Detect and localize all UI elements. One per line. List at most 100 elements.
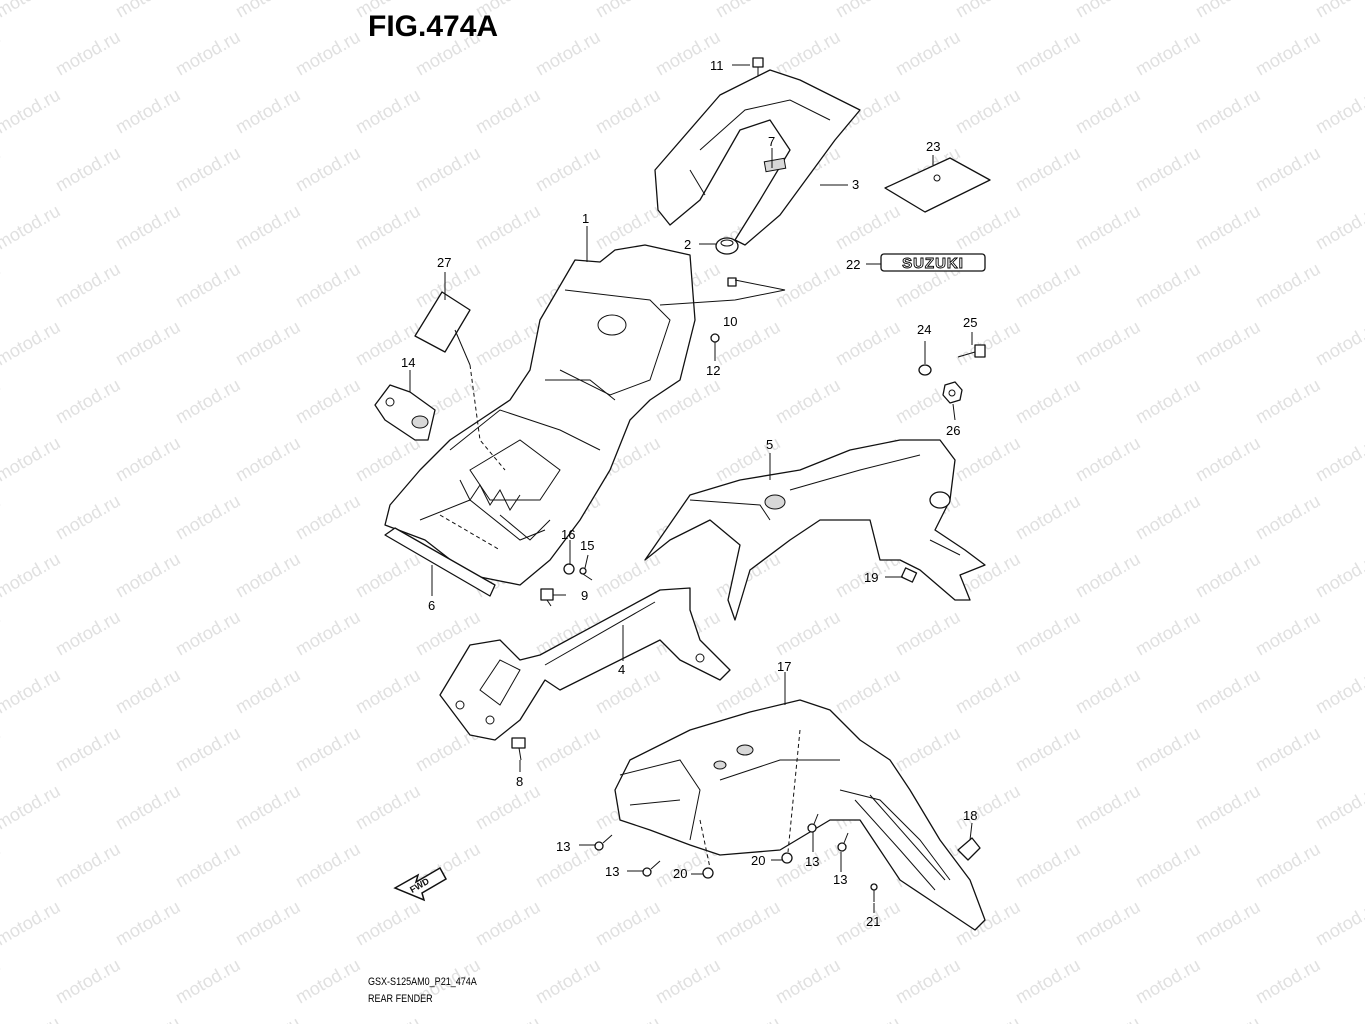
watermark-text: motod.ru [1072,0,1144,21]
watermark-text: motod.ru [352,1013,424,1024]
watermark-text: motod.ru [1072,201,1144,254]
watermark-text: motod.ru [1192,665,1264,718]
callout-5: 5 [766,437,773,452]
watermark-text: motod.ru [232,781,304,834]
watermark-text: motod.ru [292,839,364,892]
watermark-text: motod.ru [1312,1013,1365,1024]
watermark-text: motod.ru [1192,781,1264,834]
watermark-text: motod.ru [1252,839,1324,892]
part-15-screw [579,567,593,581]
watermark-text: motod.ru [352,549,424,602]
watermark-text: motod.ru [592,1013,664,1024]
watermark-text: motod.ru [0,143,4,196]
watermark-text: motod.ru [232,85,304,138]
callout-2: 2 [684,237,691,252]
watermark-text: motod.ru [52,955,124,1008]
part-27-label [414,291,471,353]
watermark-text: motod.ru [0,0,64,21]
watermark-text: motod.ru [1132,839,1204,892]
watermark-text: motod.ru [172,143,244,196]
part-12-screw [710,333,720,356]
callout-22: 22 [846,257,860,272]
watermark-text: motod.ru [232,1013,304,1024]
callout-8: 8 [516,774,523,789]
watermark-text: motod.ru [1012,491,1084,544]
callout-26: 26 [946,423,960,438]
watermark-text: motod.ru [172,723,244,776]
watermark-text: motod.ru [472,85,544,138]
watermark-text: motod.ru [292,375,364,428]
watermark-text: motod.ru [292,955,364,1008]
watermark-text: motod.ru [352,85,424,138]
watermark-text: motod.ru [1012,27,1084,80]
watermark-text: motod.ru [232,549,304,602]
part-5-rear-cowl [644,439,986,621]
watermark-text: motod.ru [1252,607,1324,660]
watermark-text: motod.ru [892,955,964,1008]
watermark-text: motod.ru [1012,723,1084,776]
watermark-text: motod.ru [832,201,904,254]
watermark-text: motod.ru [0,375,4,428]
callout-19: 19 [864,570,878,585]
watermark-text: motod.ru [472,201,544,254]
watermark-text: motod.ru [0,1013,64,1024]
suzuki-emblem-text: SUZUKI [902,255,964,272]
watermark-text: motod.ru [1072,317,1144,370]
watermark-text: motod.ru [472,1013,544,1024]
callout-13d: 13 [833,872,847,887]
callout-12: 12 [706,363,720,378]
part-17-rear-fender [614,699,986,931]
watermark-text: motod.ru [472,781,544,834]
watermark-text: motod.ru [112,85,184,138]
part-24-washer [918,364,932,376]
part-10-clip [727,277,737,287]
watermark-text: motod.ru [952,201,1024,254]
watermark-text: motod.ru [1192,317,1264,370]
watermark-text: motod.ru [52,375,124,428]
watermark-text: motod.ru [172,259,244,312]
watermark-text: motod.ru [292,607,364,660]
part-6-strip [384,527,496,597]
watermark-text: motod.ru [292,723,364,776]
watermark-text: motod.ru [1132,375,1204,428]
watermark-text: motod.ru [112,317,184,370]
watermark-text: motod.ru [352,781,424,834]
watermark-text: motod.ru [892,607,964,660]
watermark-text: motod.ru [772,955,844,1008]
watermark-text: motod.ru [232,897,304,950]
callout-20a: 20 [673,866,687,881]
callout-15: 15 [580,538,594,553]
watermark-text: motod.ru [712,0,784,21]
watermark-text: motod.ru [1312,781,1365,834]
callout-23: 23 [926,139,940,154]
watermark-text: motod.ru [232,0,304,21]
watermark-text: motod.ru [1192,85,1264,138]
watermark-text: motod.ru [1252,375,1324,428]
watermark-text: motod.ru [0,259,4,312]
watermark-text: motod.ru [1192,897,1264,950]
watermark-text: motod.ru [52,491,124,544]
watermark-text: motod.ru [112,897,184,950]
watermark-text: motod.ru [292,491,364,544]
watermark-text: motod.ru [112,781,184,834]
callout-13c: 13 [805,854,819,869]
watermark-text: motod.ru [1012,955,1084,1008]
watermark-text: motod.ru [52,259,124,312]
watermark-text: motod.ru [172,839,244,892]
part-21-screw [870,883,878,902]
watermark-text: motod.ru [0,839,4,892]
watermark-text: motod.ru [1192,201,1264,254]
watermark-text: motod.ru [892,27,964,80]
watermark-text: motod.ru [172,491,244,544]
callout-13a: 13 [556,839,570,854]
callout-17: 17 [777,659,791,674]
callout-6: 6 [428,598,435,613]
part-20-nuts [702,852,793,879]
part-11-bolt [752,57,764,76]
watermark-text: motod.ru [532,27,604,80]
watermark-text: motod.ru [832,0,904,21]
watermark-text: motod.ru [1012,607,1084,660]
watermark-text: motod.ru [1072,897,1144,950]
callout-11: 11 [710,58,724,73]
